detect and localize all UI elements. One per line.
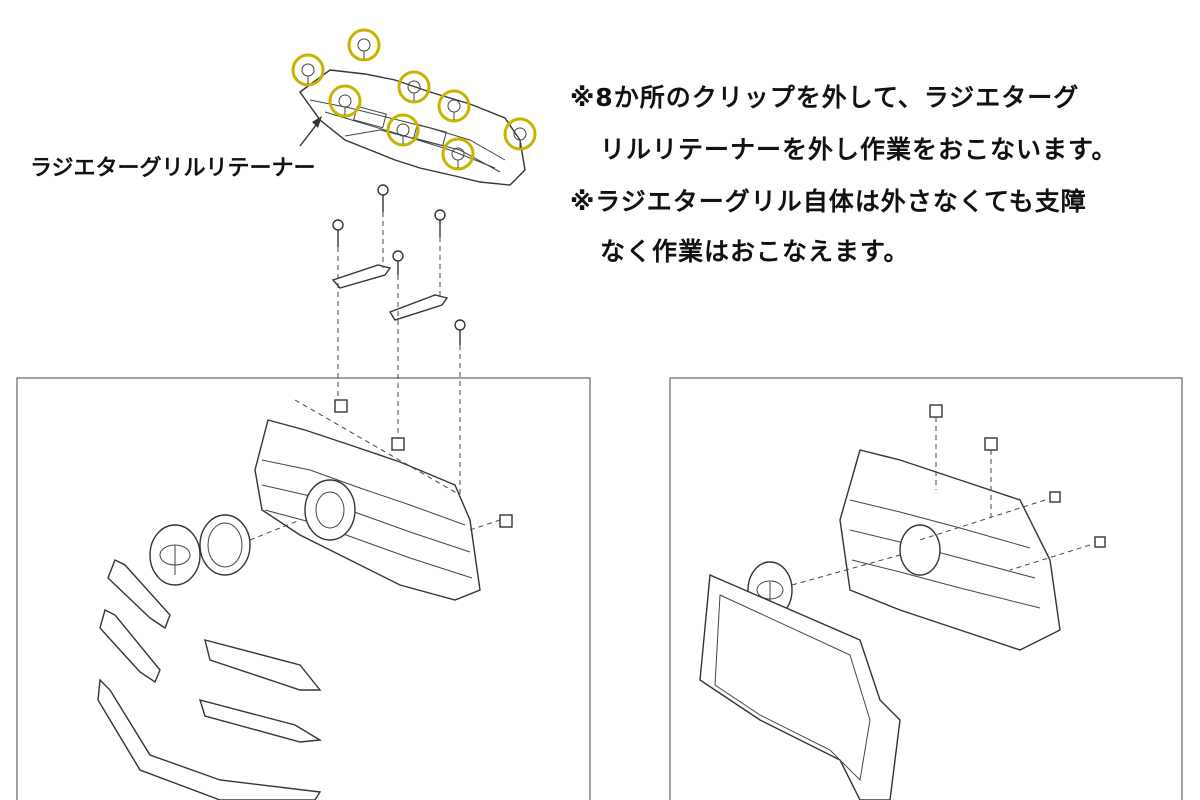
left-molding-3: [204, 639, 322, 691]
radiator-grille-retainer: [299, 69, 526, 186]
clip-4: [397, 70, 431, 104]
left-grille: [254, 399, 513, 601]
clip-2: [347, 28, 381, 62]
bracket-right: [388, 294, 449, 321]
screw-1: [377, 184, 389, 212]
clip-6: [386, 113, 420, 147]
clip-3: [328, 84, 362, 118]
clip-1: [291, 53, 325, 87]
left-molding-5: [97, 678, 322, 800]
note-line-1: ※8か所のクリップを外して、ラジエターグ: [570, 83, 1080, 112]
note-line-4: なく作業はおこなえます。: [600, 237, 910, 266]
retainer-label: ラジエターグリルリテーナー: [30, 156, 316, 181]
screw-4: [392, 250, 404, 275]
screw-5: [454, 319, 466, 345]
left-molding-2: [99, 608, 161, 684]
right-view-frame: [669, 377, 1183, 800]
bracket-left: [331, 264, 392, 289]
left-view-frame: [16, 377, 591, 800]
note-line-2: リルリテーナーを外し作業をおこないます。: [600, 135, 1118, 164]
clip-7: [441, 137, 475, 171]
right-surround: [699, 573, 901, 800]
note-line-3: ※ラジエターグリル自体は外さなくても支障: [570, 187, 1087, 216]
clip-8: [503, 117, 537, 151]
screw-3: [434, 209, 446, 237]
screw-2: [332, 219, 344, 247]
left-emblem-ring: [199, 514, 251, 576]
left-molding-4: [198, 699, 323, 743]
retainer-arrowhead: [312, 116, 322, 128]
left-emblem: [149, 524, 201, 586]
left-molding-1: [107, 559, 171, 630]
right-grille: [839, 404, 1106, 651]
clip-5: [437, 89, 471, 123]
